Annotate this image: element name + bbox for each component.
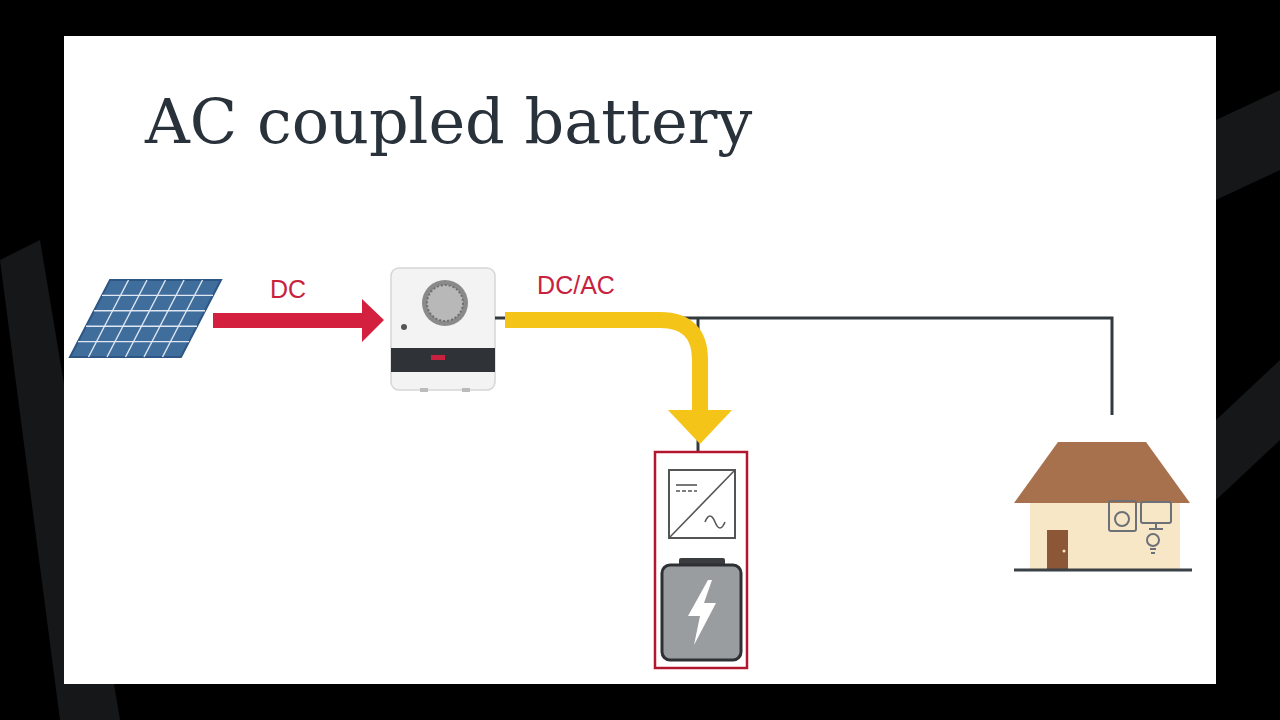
house-roof [1014,442,1190,503]
inverter [391,268,495,392]
inverter-foot [420,388,428,392]
house-door [1047,530,1068,570]
inverter-symbol-diagonal [669,470,735,538]
inverter-body [391,268,495,390]
house-wall [1030,498,1180,570]
slide-title: AC coupled battery [145,85,752,158]
inverter-fan [422,280,468,326]
dcac-label: DC/AC [537,271,615,300]
battery-unit-outline [655,452,747,668]
battery-body [662,565,741,660]
ac-symbol [705,516,725,528]
inverter-logo [431,355,445,360]
wire-to-house [495,318,1112,415]
ac-wire [495,318,1112,452]
bg-stripe [1216,90,1280,200]
dc-symbol [676,490,697,492]
panel-grid [78,280,213,357]
dcac-arrow-shaft [505,320,700,412]
panel-body [70,280,221,357]
inverter-fan-grill [427,285,463,321]
monitor-icon [1141,502,1171,523]
inverter-foot [462,388,470,392]
dc-symbol [676,484,697,486]
battery-unit [655,452,747,668]
bulb-base [1151,552,1155,554]
bg-stripe [1216,360,1280,500]
house [1014,442,1192,570]
dc-arrow [213,299,384,342]
lightning-bolt [688,580,716,645]
dcac-arrow-head [668,410,732,444]
monitor-stand [1149,528,1163,530]
inverter-symbol [669,470,735,538]
slide-panel [64,36,1216,684]
washing-machine-icon [1109,501,1136,531]
bulb-icon [1147,534,1159,546]
ground-line [1014,569,1192,572]
door-knob [1063,550,1066,553]
inverter-button [401,324,407,330]
bulb-base [1150,548,1156,550]
solar-panel [70,280,221,357]
inverter-band [391,348,495,372]
dc-label: DC [270,275,306,304]
washing-machine-drum [1115,512,1129,526]
